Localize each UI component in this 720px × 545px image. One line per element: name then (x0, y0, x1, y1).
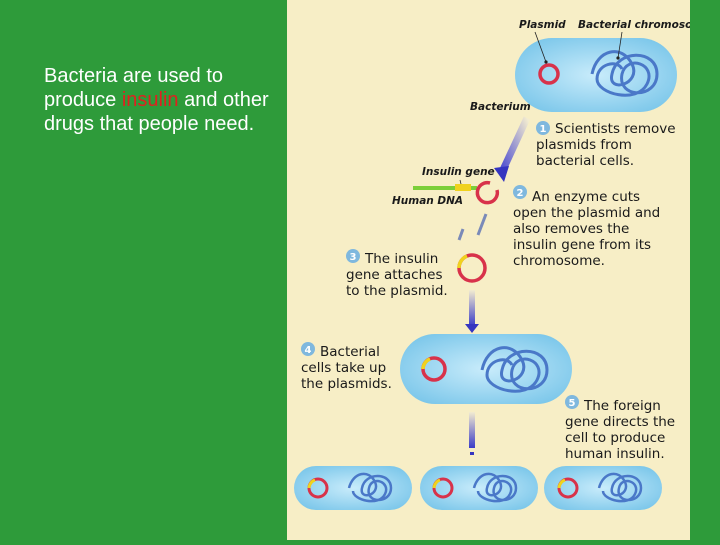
caption-before: Bacteria are used to produce (44, 65, 223, 111)
step-5-badge (565, 395, 579, 409)
bottom-bacterium-cell-1 (294, 466, 412, 510)
bottom-bacterium-cell-3 (544, 466, 662, 510)
bottom-bacterium-cell-2 (420, 466, 538, 510)
step-5-text: The foreign gene directs the cell to pro… (565, 398, 679, 462)
recombinant-plasmid (457, 253, 487, 283)
label-bacterium: Bacterium (470, 101, 531, 113)
leader-dot-plasmid (544, 60, 548, 64)
step-4-text: Bacterial cells take up the plasmids. (301, 344, 392, 392)
enzyme-marker-1 (457, 213, 488, 241)
step-2-badge (513, 185, 527, 199)
human-dna-strand (413, 186, 477, 190)
caption-after: and other drugs that people need. (44, 89, 269, 135)
insulin-gene-segment (455, 184, 471, 191)
arrow-down-2 (469, 412, 475, 448)
arrow-remove-plasmid (498, 116, 531, 174)
step-4-badge (301, 342, 315, 356)
label-human-dna: Human DNA (392, 195, 463, 207)
leader-dot-chromosome (616, 56, 620, 60)
insulin-production-diagram: Plasmid Bacterial chromosome Bacterium 1… (294, 19, 710, 510)
middle-bacterium-cell (400, 334, 572, 404)
step-2-text: An enzyme cuts open the plasmid and also… (513, 189, 665, 269)
step-1-text: Scientists remove plasmids from bacteria… (536, 121, 680, 169)
label-bacterial-chromosome: Bacterial chromosome (578, 19, 690, 31)
arrow-down-1 (469, 290, 475, 326)
step-4-number: 4 (305, 345, 312, 356)
caption-highlight-insulin: insulin (121, 89, 179, 111)
right-edge-strip (690, 0, 720, 540)
arrow-head-1 (494, 166, 509, 182)
step-5-number: 5 (569, 398, 576, 409)
step-1-number: 1 (540, 124, 547, 135)
bacterial-chromosome-coil (590, 50, 659, 97)
plasmid-ring (538, 63, 560, 85)
step-2-number: 2 (517, 188, 524, 199)
arrow-head-2 (465, 324, 479, 333)
label-insulin-gene: Insulin gene (422, 166, 495, 178)
caption-text: Bacteria are used to produce insulin and… (44, 64, 274, 136)
step-1-badge (536, 121, 550, 135)
diagram-panel: Plasmid Bacterial chromosome Bacterium 1… (287, 0, 710, 540)
label-plasmid: Plasmid (519, 19, 566, 31)
step-3-badge (346, 249, 360, 263)
leader-chromosome (617, 31, 623, 59)
step-3-number: 3 (350, 252, 357, 263)
cut-plasmid (475, 180, 500, 205)
step-3-text: The insulin gene attaches to the plasmid… (346, 251, 448, 299)
leader-plasmid (534, 31, 547, 63)
top-bacterium-cell (515, 38, 677, 112)
arrow-tip-2 (470, 452, 474, 455)
